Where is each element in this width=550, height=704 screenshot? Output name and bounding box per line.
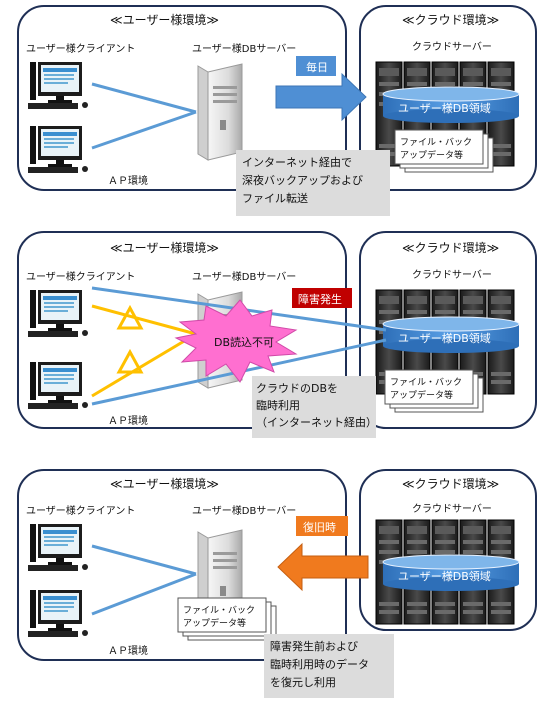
file-backup-stack: ファイル・バック アップデータ等 [394, 129, 494, 173]
ap-env-label: ＡＰ環境 [108, 174, 148, 187]
file-backup-line-1: ファイル・バック [183, 605, 255, 616]
client-label: ユーザー様クライアント [26, 504, 135, 517]
note-line-1: インターネット経由で [242, 155, 352, 169]
ap-env-label: ＡＰ環境 [108, 414, 148, 427]
note-box [264, 634, 394, 698]
daily-label-box [296, 56, 336, 76]
file-backup-line-1: ファイル・バック [400, 137, 472, 148]
db-unreadable-burst [174, 299, 298, 383]
client-link-line [91, 110, 197, 150]
file-backup-line-1: ファイル・バック [390, 377, 462, 388]
db-area-cylinder: ユーザー様DB領域 [382, 86, 520, 123]
db-server-label: ユーザー様DBサーバー [192, 270, 296, 283]
cloud-env-title: ≪クラウド環境≫ [402, 12, 499, 27]
warning-triangle-icon [116, 348, 144, 374]
daily-label: 毎日 [306, 61, 328, 74]
panel-3: ≪ユーザー様環境≫ ≪クラウド環境≫ ユーザー様クライアント ユーザー様DBサー… [17, 469, 537, 698]
cloud-server-label: クラウドサーバー [412, 269, 492, 281]
restore-label: 復旧時 [303, 521, 336, 534]
client-link-line [91, 572, 197, 616]
failure-badge [292, 288, 352, 308]
cloud-server-label: クラウドサーバー [412, 503, 492, 515]
panel-2: ≪ユーザー様環境≫ ≪クラウド環境≫ ユーザー様クライアント ユーザー様DBサー… [17, 231, 537, 438]
note-line-1: クラウドのDBを [256, 382, 338, 395]
file-backup-line-2: アップデータ等 [183, 617, 246, 629]
db-server-label: ユーザー様DBサーバー [192, 504, 296, 517]
cloud-env-title: ≪クラウド環境≫ [402, 240, 499, 255]
client-link-line [91, 544, 197, 576]
db-area-label: ユーザー様DB領域 [398, 569, 491, 583]
cloud-env-title: ≪クラウド環境≫ [402, 476, 499, 491]
note-line-2: 臨時利用時のデータ [270, 657, 369, 671]
note-line-3: を復元し利用 [270, 676, 336, 689]
user-env-title: ≪ユーザー様環境≫ [110, 12, 219, 27]
client-label: ユーザー様クライアント [26, 42, 135, 55]
note-line-2: 臨時利用 [256, 399, 300, 412]
note-line-1: 障害発生前および [270, 639, 358, 653]
db-area-label: ユーザー様DB領域 [398, 331, 491, 345]
client-label: ユーザー様クライアント [26, 270, 135, 283]
note-line-2: 深夜バックアップおよび [242, 173, 363, 187]
db-area-cylinder: ユーザー様DB領域 [382, 316, 520, 353]
panel-1: ≪ユーザー様環境≫ ≪クラウド環境≫ ユーザー様クライアント ユーザー様DBサー… [17, 5, 537, 216]
broken-link-line [91, 332, 197, 398]
user-env-title: ≪ユーザー様環境≫ [110, 476, 219, 491]
failure-label: 障害発生 [298, 292, 342, 306]
file-backup-line-2: アップデータ等 [400, 149, 463, 161]
client-link-line [91, 82, 197, 114]
db-server-label: ユーザー様DBサーバー [192, 42, 296, 55]
restore-arrow [277, 542, 369, 592]
cloud-server-label: クラウドサーバー [412, 41, 492, 53]
note-line-3: （インターネット経由） [256, 415, 377, 429]
note-line-3: ファイル転送 [242, 191, 308, 205]
db-area-label: ユーザー様DB領域 [398, 101, 491, 115]
db-area-cylinder: ユーザー様DB領域 [382, 554, 520, 591]
warning-triangle-icon [116, 304, 144, 330]
broken-link-line [91, 304, 197, 336]
burst-label: DB読込不可 [214, 335, 274, 349]
file-backup-stack: ファイル・バック アップデータ等 [177, 597, 277, 641]
note-box [236, 150, 390, 216]
restore-label-box [296, 516, 348, 536]
db-server-icon [197, 63, 243, 161]
ap-env-label: ＡＰ環境 [108, 644, 148, 657]
daily-arrow [275, 72, 367, 122]
note-box [252, 376, 376, 438]
user-env-title: ≪ユーザー様環境≫ [110, 240, 219, 255]
file-backup-stack: ファイル・バック アップデータ等 [384, 369, 484, 413]
file-backup-line-2: アップデータ等 [390, 389, 453, 401]
